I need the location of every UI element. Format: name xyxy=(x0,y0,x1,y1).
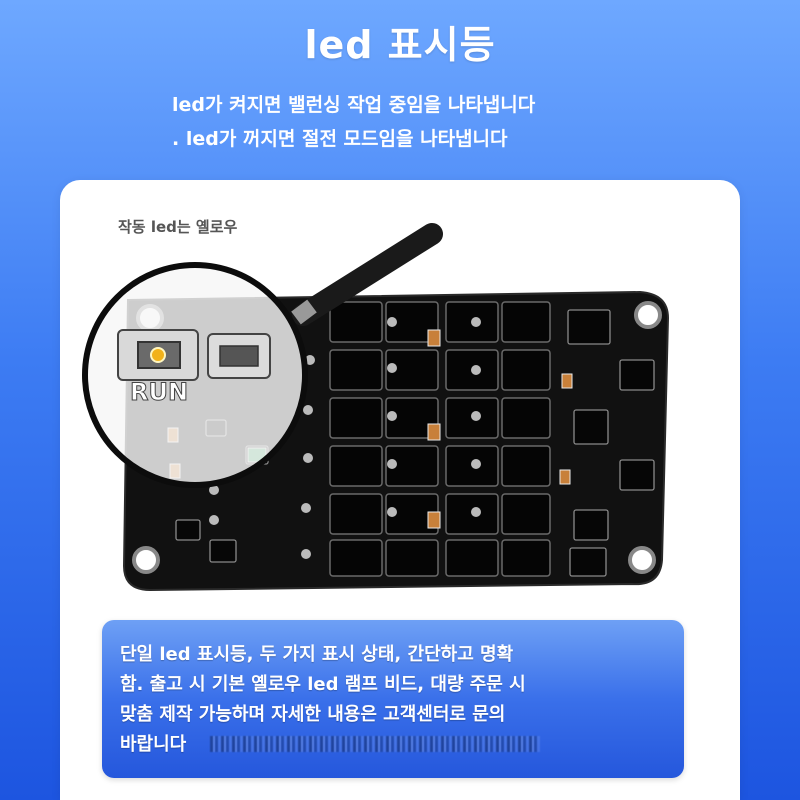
right-ics xyxy=(567,309,655,577)
subtitle: led가 켜지면 밸런싱 작업 중임을 나타냅니다 . led가 꺼지면 절전 … xyxy=(172,88,692,156)
subtitle-line-2: . led가 꺼지면 절전 모드임을 나타냅니다 xyxy=(172,128,508,150)
callout-label: 작동 led는 옐로우 xyxy=(118,218,238,236)
info-box xyxy=(102,620,684,778)
info-line-2: 함. 출고 시 기본 옐로우 led 램프 비드, 대량 주문 시 xyxy=(120,674,526,695)
info-line-1: 단일 led 표시등, 두 가지 표시 상태, 간단하고 명확 xyxy=(120,644,514,665)
info-text: 단일 led 표시등, 두 가지 표시 상태, 간단하고 명확 함. 출고 시 … xyxy=(120,640,640,760)
noise-overlay xyxy=(210,736,540,752)
page-title: led 표시등 xyxy=(304,23,496,67)
info-line-4: 바랍니다 xyxy=(120,734,187,755)
info-line-3: 맞춤 제작 가능하며 자세한 내용은 고객센터로 문의 xyxy=(120,704,506,725)
zoomed-led-area: RUN xyxy=(117,329,271,407)
subtitle-line-1: led가 켜지면 밸런싱 작업 중임을 나타냅니다 xyxy=(172,94,536,116)
silkscreen-label: RUN xyxy=(130,378,188,406)
yellow-led-icon xyxy=(150,347,166,363)
via-holes xyxy=(209,311,481,559)
